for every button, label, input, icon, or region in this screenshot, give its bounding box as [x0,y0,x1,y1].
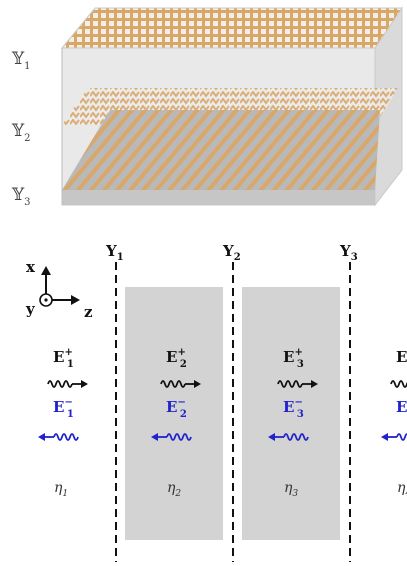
forward-wave-arrow-region-2 [160,380,201,388]
eta-label-region-3: η3 [284,480,298,499]
eta-label-region-1: η1 [54,480,68,499]
slab-region-2 [125,287,223,540]
e-minus-label-region-2: E−2 [166,397,187,420]
e-plus-label-region-2: E+2 [166,347,187,370]
coordinate-axes: x y z [25,258,93,321]
eta-label-region-2: η2 [167,480,181,499]
layer-label-y3: 𝕐3 [11,185,31,208]
x-axis-label: x [26,258,36,276]
e-minus-label-region-3: E−3 [283,397,304,420]
layer-label-y2: 𝕐2 [11,121,31,144]
e-minus-label-region-1: E−1 [53,397,74,420]
z-axis-arrowhead [71,295,80,305]
slab-bottom-strip [62,190,375,205]
backward-wave-arrow-region-2 [151,433,192,441]
layer-y1-grid-surface [60,7,403,49]
backward-wave-arrow-region-4 [381,433,407,441]
e-plus-label-region-3: E+3 [283,347,304,370]
layer-y3-stripe-surface [62,110,380,190]
metasurface-stack-illustration [60,6,403,207]
boundary-label-y1: Y1 [105,242,124,263]
slab-region-3 [242,287,340,540]
y-axis-label: y [25,300,36,318]
boundary-label-y3: Y3 [339,242,358,263]
layer-label-y1: 𝕐1 [11,49,31,72]
backward-wave-arrow-region-3 [268,433,309,441]
boundary-label-y2: Y2 [222,242,241,263]
layer-labels: 𝕐1 𝕐2 𝕐3 [11,49,31,208]
forward-wave-arrow-region-4 [390,380,407,388]
x-axis-arrowhead [41,266,51,275]
backward-wave-arrow-region-1 [38,433,79,441]
forward-wave-arrow-region-3 [277,380,318,388]
e-plus-label-region-4: E+4 [396,347,407,370]
z-axis-label: z [84,303,93,321]
region-fields: E+1E−1 η1 E+2E−2 η2 E+3E−3 η3 E+4E−4 η4 [38,347,407,499]
e-minus-label-region-4: E−4 [396,397,407,420]
forward-wave-arrow-region-1 [47,380,88,388]
eta-label-region-4: η4 [397,480,407,499]
e-plus-label-region-1: E+1 [53,347,74,370]
